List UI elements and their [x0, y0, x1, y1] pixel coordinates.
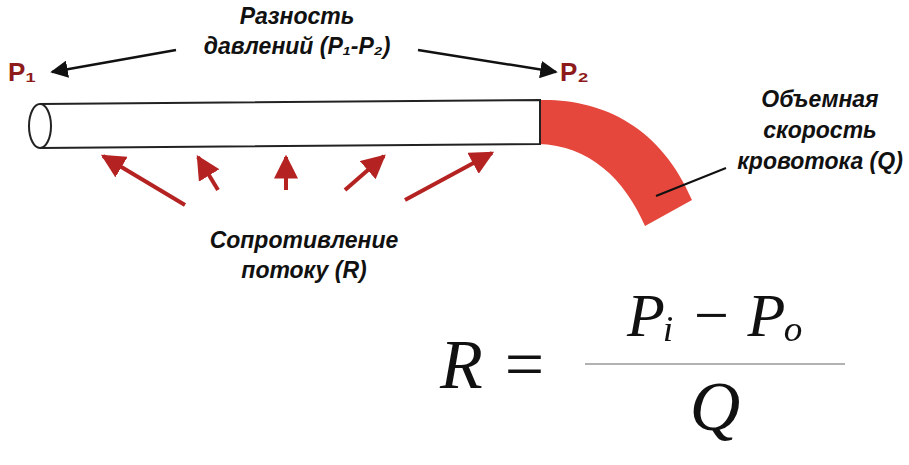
- formula-denominator: Q: [578, 372, 852, 442]
- leader-line: [656, 168, 726, 196]
- resistance-arrow: [345, 156, 384, 190]
- fraction-bar: [585, 363, 845, 365]
- vessel-tube: [40, 100, 540, 148]
- pointer-arrow: [418, 50, 556, 72]
- pressure-label: Разность давлений (P₁-P₂): [183, 2, 411, 62]
- resistance-arrow: [405, 153, 492, 200]
- pointer-arrow: [52, 50, 176, 72]
- resistance-arrow: [103, 156, 185, 205]
- flow-band: [538, 100, 692, 226]
- resistance-arrow: [198, 157, 218, 190]
- vessel-opening: [29, 104, 51, 148]
- flow-label: Объемная скорость кровотока (Q): [735, 84, 905, 177]
- pressure-symbol: P₁: [8, 58, 36, 87]
- resistance-label: Сопротивление потоку (R): [168, 226, 440, 286]
- formula-numerator: Pᵢ − Pₒ: [578, 284, 852, 346]
- formula-left: R =: [440, 330, 548, 400]
- resistance-arrow: [284, 157, 288, 190]
- pressure-symbol: P₂: [560, 58, 589, 87]
